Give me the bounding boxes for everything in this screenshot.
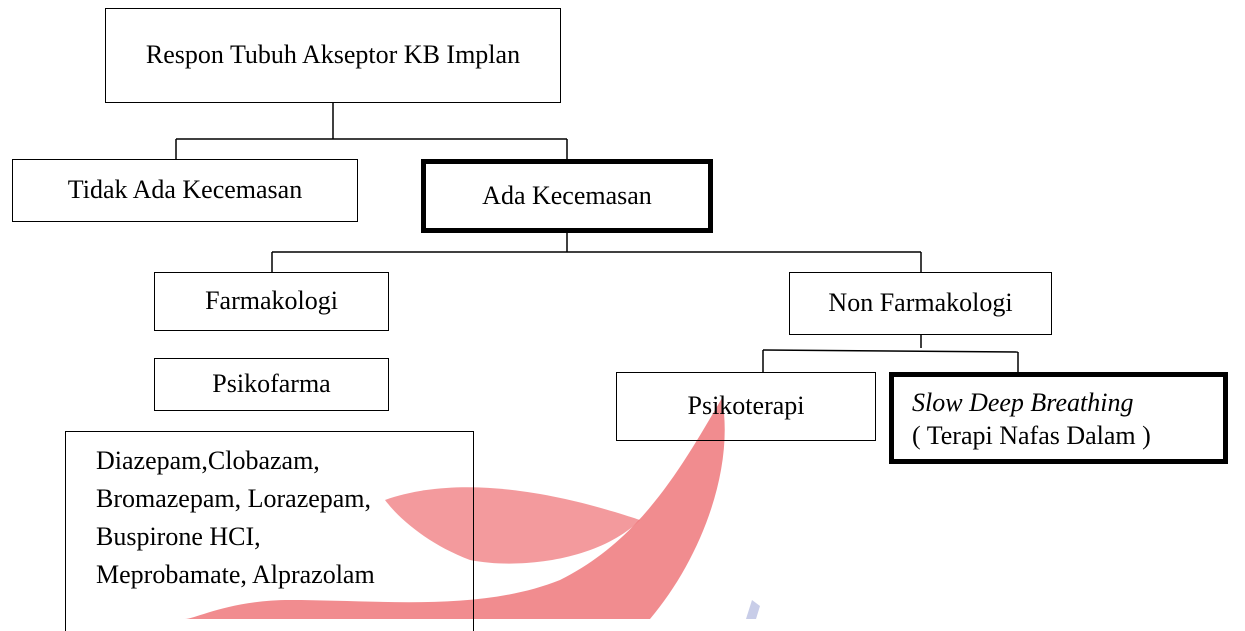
pharmacological-node: Farmakologi [154,272,389,331]
connector-level3-bar [762,349,1019,353]
non-pharmacological-node: Non Farmakologi [789,272,1052,335]
watermark-blue-mark [746,600,760,619]
drug-list-line: Bromazepam, Lorazepam, [96,484,372,513]
psychopharma-label: Psikofarma [212,369,331,399]
drug-list-node: Diazepam,Clobazam, Bromazepam, Lorazepam… [65,431,474,631]
no-anxiety-node: Tidak Ada Kecemasan [12,159,358,222]
psychotherapy-node: Psikoterapi [616,372,876,441]
psychopharma-node: Psikofarma [154,358,389,411]
non-pharmacological-label: Non Farmakologi [828,288,1013,318]
drug-list-line: Diazepam,Clobazam, [96,446,320,475]
drug-list-line: Buspirone HCI, [96,522,261,551]
no-anxiety-label: Tidak Ada Kecemasan [67,175,303,205]
anxiety-label: Ada Kecemasan [482,180,652,210]
root-node: Respon Tubuh Akseptor KB Implan [105,8,561,103]
slow-deep-breathing-label: Slow Deep Breathing [912,388,1134,417]
watermark-red-swoosh-top [385,487,640,564]
watermark-red-swoosh [185,398,725,619]
slow-deep-breathing-sublabel: ( Terapi Nafas Dalam ) [912,420,1151,450]
psychotherapy-label: Psikoterapi [687,391,805,421]
root-node-label: Respon Tubuh Akseptor KB Implan [145,40,521,70]
pharmacological-label: Farmakologi [205,286,338,316]
drug-list-line: Meprobamate, Alprazolam [96,560,375,589]
slow-deep-breathing-node: Slow Deep Breathing ( Terapi Nafas Dalam… [889,372,1228,464]
anxiety-node: Ada Kecemasan [421,159,713,233]
